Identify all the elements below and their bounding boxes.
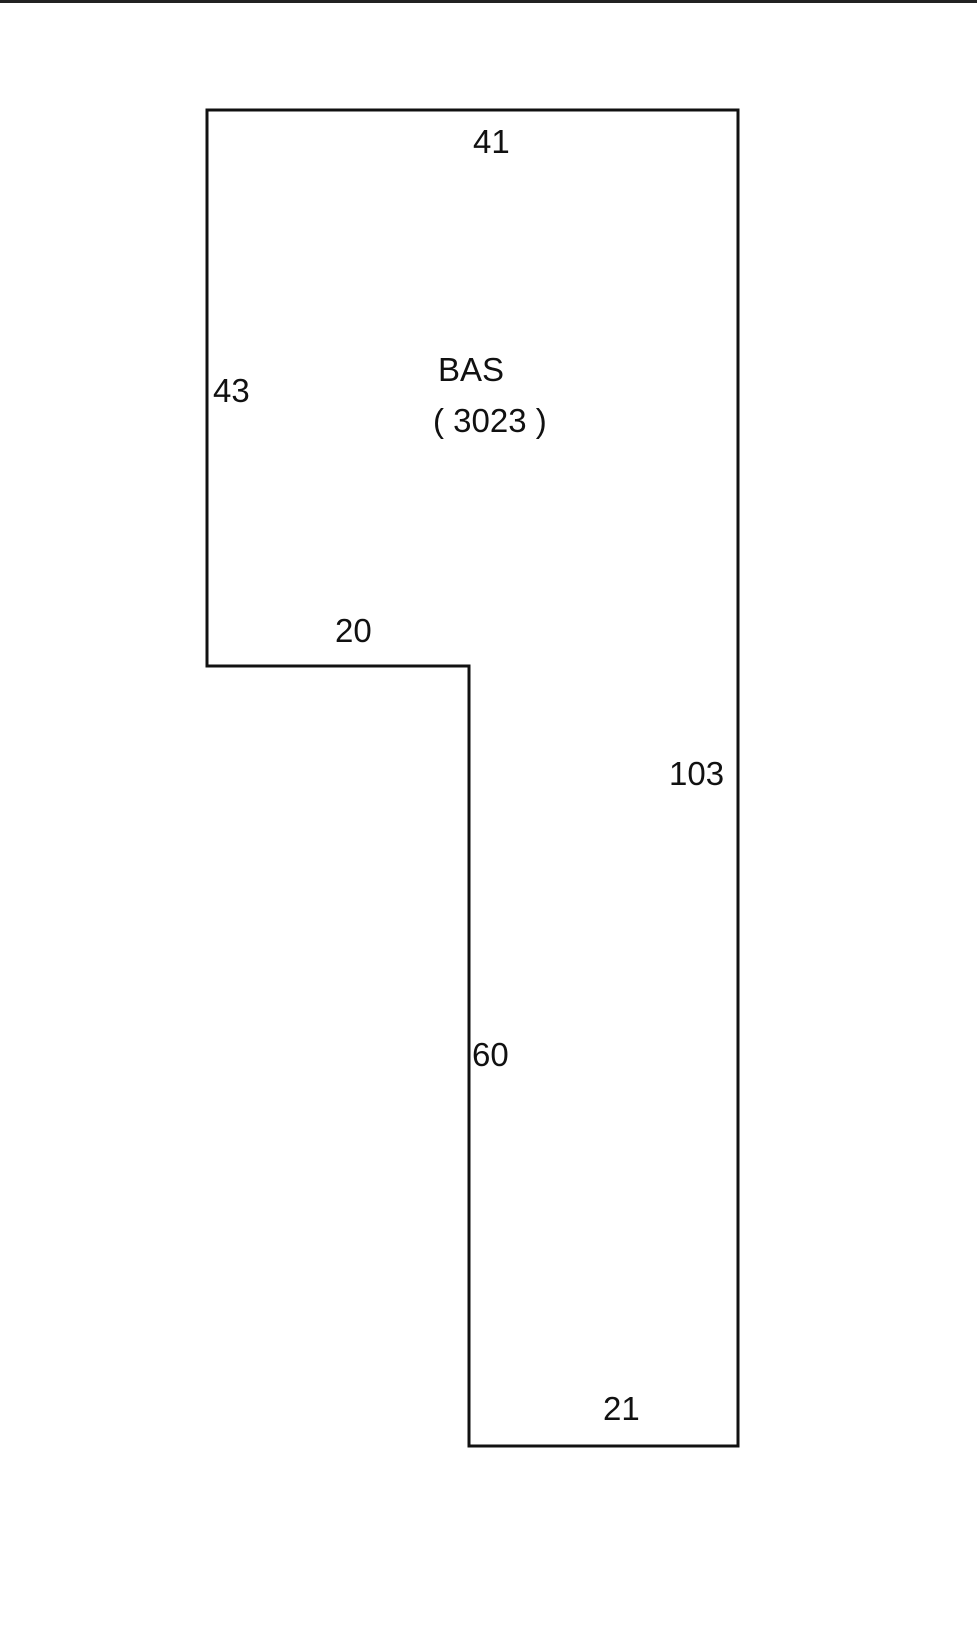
dimension-label-left: 43 [213, 372, 250, 409]
dimension-label-bottom: 21 [603, 1390, 640, 1427]
area-code-label: BAS [438, 351, 504, 388]
area-value-label: ( 3023 ) [433, 402, 547, 439]
top-border-line [0, 0, 977, 3]
dimension-label-top: 41 [473, 123, 510, 160]
dimension-label-inner-vertical: 60 [472, 1036, 509, 1073]
building-outline [205, 108, 740, 1448]
dimension-label-inner-ledge: 20 [335, 612, 372, 649]
dimension-label-right: 103 [669, 755, 724, 792]
